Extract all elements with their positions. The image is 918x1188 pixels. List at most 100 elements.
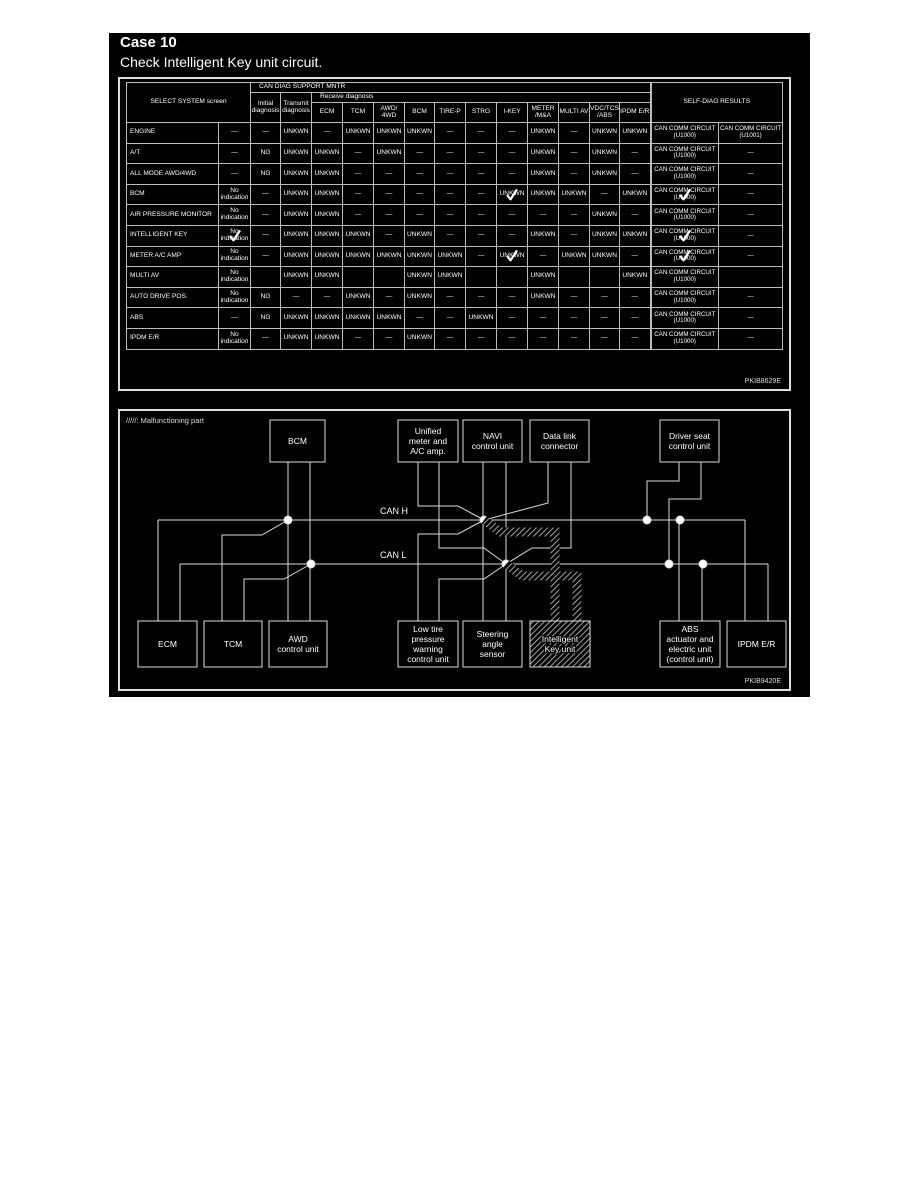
cell-value: — xyxy=(262,128,269,136)
case-title: Case 10 xyxy=(120,34,177,51)
tcm-unit-label: TCM xyxy=(224,639,242,649)
table-cell: No indication xyxy=(217,327,252,350)
cell-value: UNKWN xyxy=(283,148,309,156)
cell-value: UNKWN xyxy=(283,210,309,218)
awd-unit-label: AWD xyxy=(288,634,308,644)
navi-unit-label: NAVI xyxy=(483,431,502,441)
cell-value: — xyxy=(631,313,639,321)
cell-value: — xyxy=(262,190,269,198)
receive-col-header: METER /M&A xyxy=(527,102,560,123)
cell-value: UNKWN xyxy=(314,169,340,177)
cell-value: — xyxy=(231,169,238,177)
cell-value: — xyxy=(385,334,393,342)
unified-unit-label: Unified xyxy=(415,426,442,436)
cell-value: CAN COMM CIRCUIT (U1000) xyxy=(654,269,716,283)
cell-value: — xyxy=(747,334,754,342)
self-diag-header: SELF-DIAG RESULTS xyxy=(649,82,784,123)
cell-value: UNKWN xyxy=(437,251,463,259)
cell-value: UNKWN xyxy=(314,334,340,342)
cell-value: UNKWN xyxy=(283,190,309,198)
cell-value: — xyxy=(446,231,454,239)
cell-value: UNKWN xyxy=(530,272,556,280)
cell-value: — xyxy=(446,190,454,198)
cell-value: — xyxy=(508,128,516,136)
cell-value: — xyxy=(354,210,362,218)
malfunction-path xyxy=(503,560,582,621)
wire xyxy=(668,462,702,564)
unified-unit-box xyxy=(397,419,459,463)
cell-value: — xyxy=(416,169,423,177)
cell-value: — xyxy=(354,148,362,156)
cell-value: — xyxy=(631,293,639,301)
cell-value: UNKWN xyxy=(530,293,556,301)
cell-value: — xyxy=(446,210,454,218)
cell-value: No indication xyxy=(220,207,249,222)
cell-value: — xyxy=(477,128,485,136)
cell-value: — xyxy=(446,334,454,342)
cell-value: UNKWN xyxy=(592,231,617,239)
cell-value: — xyxy=(446,128,454,136)
ipdm-unit-label: IPDM E/R xyxy=(738,639,776,649)
table-cell: CAN COMM CIRCUIT (U1000) xyxy=(649,163,720,185)
cell-value: — xyxy=(508,148,516,156)
cell-value: — xyxy=(477,251,485,259)
cell-value: UNKWN xyxy=(561,251,587,259)
cell-value: — xyxy=(747,313,754,321)
cell-value: UNKWN xyxy=(622,231,648,239)
cell-value: UNKWN xyxy=(283,169,309,177)
tcm-unit-box xyxy=(203,620,263,668)
case-subtitle: Check Intelligent Key unit circuit. xyxy=(120,54,323,70)
lowtire-unit-box xyxy=(397,620,459,668)
cell-value: — xyxy=(508,231,516,239)
cell-value: — xyxy=(601,313,608,321)
cell-value: UNKWN xyxy=(592,148,617,156)
datalink-unit-label: connector xyxy=(541,441,578,451)
cell-value: — xyxy=(631,169,639,177)
cell-value: UNKWN xyxy=(283,313,309,321)
bcm-unit-box xyxy=(269,419,326,463)
select-system-header: SELECT SYSTEM screen xyxy=(125,82,252,123)
cell-value: — xyxy=(508,169,516,177)
cell-value: — xyxy=(446,148,454,156)
cell-value: UNKWN xyxy=(376,128,402,136)
cell-value: — xyxy=(508,334,516,342)
cell-value: UNKWN xyxy=(314,210,340,218)
cell-value: — xyxy=(631,210,639,218)
cell-value: — xyxy=(477,210,485,218)
cell-value: UNKWN xyxy=(407,231,432,239)
receive-col-header: MULTI AV xyxy=(558,102,591,123)
cell-value: UNKWN xyxy=(530,190,556,198)
abs-unit-label: electric unit xyxy=(669,644,713,654)
junction-node xyxy=(642,515,652,525)
wire xyxy=(221,519,289,621)
cell-value: UNKWN xyxy=(314,251,340,259)
navi-unit-box xyxy=(462,419,523,463)
can-network-diagram: /////: Malfunctioning part PKIB9420E xyxy=(118,409,791,691)
cell-value: — xyxy=(231,148,238,156)
cell-value: — xyxy=(262,251,269,259)
cell-value: — xyxy=(570,334,578,342)
cell-value: UNKWN xyxy=(314,231,340,239)
cell-value: — xyxy=(477,293,485,301)
cell-value: — xyxy=(446,293,454,301)
ikey-unit-label: Key unit xyxy=(545,644,576,654)
ikey-unit-box xyxy=(529,620,591,668)
wire xyxy=(646,462,680,520)
cell-value: No indication xyxy=(220,269,249,283)
cell-value: — xyxy=(747,252,754,260)
cell-value: UNKWN xyxy=(345,251,371,259)
cell-value: UNKWN xyxy=(530,128,556,136)
cell-value: No indication xyxy=(220,330,249,345)
cell-value: UNKWN xyxy=(407,272,432,280)
cell-value: NG xyxy=(260,313,271,321)
wire xyxy=(438,462,507,565)
cell-value: — xyxy=(747,169,754,177)
cell-value: — xyxy=(323,293,331,301)
ikey-unit-label: Intelligent xyxy=(542,634,579,644)
cell-value: — xyxy=(508,313,516,321)
cell-value: — xyxy=(231,313,238,321)
cell-value: — xyxy=(354,190,362,198)
